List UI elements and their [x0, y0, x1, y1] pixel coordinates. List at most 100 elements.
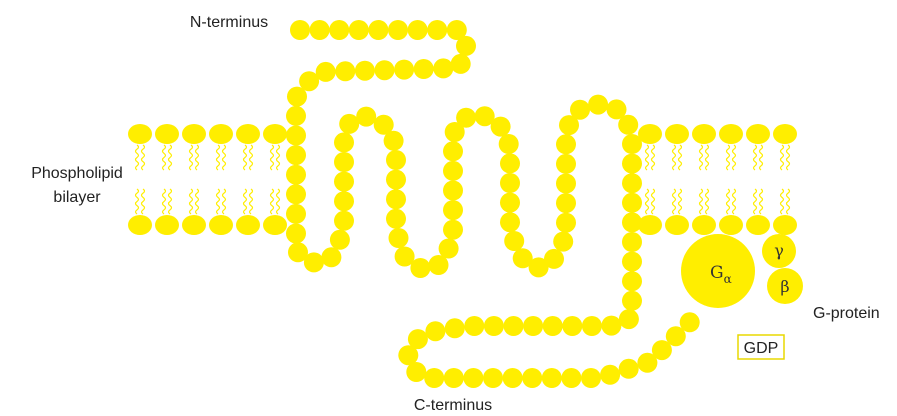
amino-acid-residue — [556, 154, 576, 174]
amino-acid-residue — [286, 145, 306, 165]
lipid-head-top — [773, 124, 797, 144]
lipid-tail — [733, 189, 736, 214]
amino-acid-residue — [334, 191, 354, 211]
lipid-tail — [652, 145, 655, 170]
amino-acid-residue — [622, 193, 642, 213]
c-terminus-label: C-terminus — [414, 397, 492, 414]
amino-acid-residue — [456, 36, 476, 56]
amino-acid-residue — [443, 220, 463, 240]
amino-acid-residue — [553, 232, 573, 252]
amino-acid-residue — [414, 59, 434, 79]
amino-acid-residue — [375, 60, 395, 80]
lipid-tail — [244, 145, 247, 170]
amino-acid-residue — [443, 181, 463, 201]
phospholipid — [263, 124, 287, 235]
amino-acid-residue — [556, 213, 576, 233]
lipid-tail — [787, 145, 790, 170]
amino-acid-residue — [582, 316, 602, 336]
bilayer-label-line1: Phospholipid — [31, 165, 123, 182]
amino-acid-residue — [321, 247, 341, 267]
amino-acid-residue — [349, 20, 369, 40]
lipid-head-bottom — [155, 215, 179, 235]
lipid-tail — [223, 189, 226, 214]
lipid-tail — [727, 189, 730, 214]
g-protein-complex: Gα γ β — [681, 234, 803, 308]
phospholipid — [638, 124, 662, 235]
lipid-tail — [196, 189, 199, 214]
amino-acid-residue — [304, 252, 324, 272]
lipid-tail — [190, 145, 193, 170]
amino-acid-residue — [445, 318, 465, 338]
amino-acid-residue — [556, 193, 576, 213]
lipid-head-top — [665, 124, 689, 144]
amino-acid-residue — [443, 141, 463, 161]
amino-acid-residue — [286, 184, 306, 204]
lipid-head-top — [638, 124, 662, 144]
amino-acid-residue — [386, 209, 406, 229]
amino-acid-residue — [483, 368, 503, 388]
lipid-tail — [646, 189, 649, 214]
amino-acid-residue — [334, 172, 354, 192]
lipid-tail — [679, 145, 682, 170]
amino-acid-residue — [464, 316, 484, 336]
lipid-tail — [787, 189, 790, 214]
lipid-tail — [673, 189, 676, 214]
lipid-tail — [706, 145, 709, 170]
amino-acid-residue — [433, 58, 453, 78]
lipid-tail — [244, 189, 247, 214]
phospholipid — [128, 124, 152, 235]
receptor-chain — [286, 20, 700, 388]
amino-acid-residue — [622, 154, 642, 174]
lipid-tail — [760, 189, 763, 214]
amino-acid-residue — [543, 316, 563, 336]
lipid-tail — [646, 145, 649, 170]
amino-acid-residue — [286, 126, 306, 146]
lipid-tail — [250, 189, 253, 214]
amino-acid-residue — [500, 193, 520, 213]
lipid-tail — [136, 145, 139, 170]
amino-acid-residue — [368, 20, 388, 40]
phospholipid — [746, 124, 770, 235]
lipid-tail — [277, 189, 280, 214]
amino-acid-residue — [456, 108, 476, 128]
lipid-head-bottom — [746, 215, 770, 235]
lipid-head-bottom — [209, 215, 233, 235]
lipid-head-top — [155, 124, 179, 144]
lipid-tail — [142, 189, 145, 214]
amino-acid-residue — [384, 131, 404, 151]
lipid-head-bottom — [128, 215, 152, 235]
lipid-head-top — [263, 124, 287, 144]
lipid-tail — [163, 145, 166, 170]
amino-acid-residue — [287, 87, 307, 107]
amino-acid-residue — [504, 231, 524, 251]
phospholipid — [155, 124, 179, 235]
amino-acid-residue — [622, 134, 642, 154]
lipid-tail — [733, 145, 736, 170]
amino-acid-residue — [286, 224, 306, 244]
lipid-tail — [163, 189, 166, 214]
lipid-tail — [169, 145, 172, 170]
amino-acid-residue — [581, 368, 601, 388]
amino-acid-residue — [622, 173, 642, 193]
lipid-head-top — [692, 124, 716, 144]
amino-acid-residue — [463, 368, 483, 388]
lipid-head-bottom — [182, 215, 206, 235]
amino-acid-residue — [503, 368, 523, 388]
amino-acid-residue — [622, 252, 642, 272]
lipid-head-bottom — [773, 215, 797, 235]
amino-acid-residue — [443, 161, 463, 181]
lipid-tail — [196, 145, 199, 170]
amino-acid-residue — [562, 316, 582, 336]
lipid-head-top — [236, 124, 260, 144]
lipid-tail — [250, 145, 253, 170]
phospholipid — [236, 124, 260, 235]
lipid-tail — [700, 189, 703, 214]
amino-acid-residue — [499, 134, 519, 154]
amino-acid-residue — [334, 152, 354, 172]
lipid-tail — [673, 145, 676, 170]
amino-acid-residue — [622, 212, 642, 232]
amino-acid-residue — [286, 106, 306, 126]
lipid-tail — [754, 189, 757, 214]
amino-acid-residue — [500, 153, 520, 173]
